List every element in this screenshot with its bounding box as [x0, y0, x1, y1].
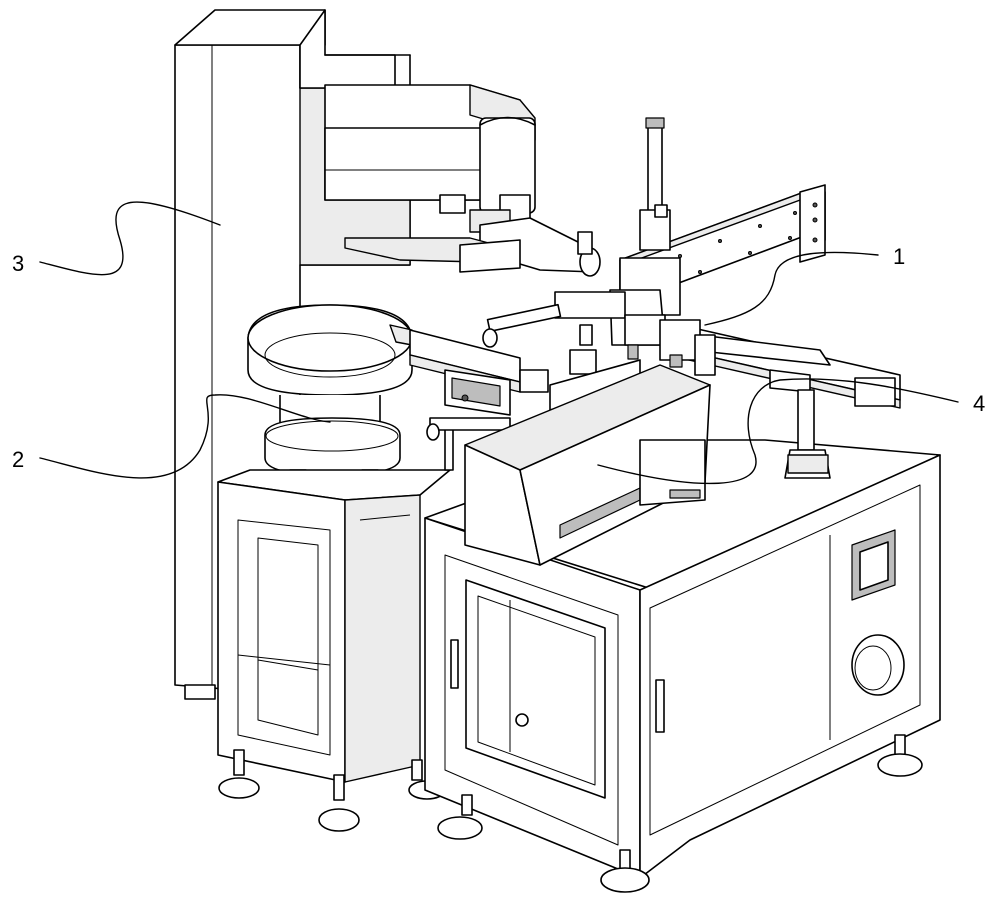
callout-2: 2 [12, 447, 24, 472]
callout-3: 3 [12, 251, 24, 276]
gantry-manipulator [482, 117, 826, 376]
leader-2 [39, 394, 331, 479]
leader-4 [597, 378, 959, 485]
beam-bolt-holes [638, 211, 797, 292]
press-head-arm [324, 84, 601, 277]
callout-4: 4 [973, 391, 985, 416]
leader-lines [39, 201, 959, 485]
leader-1 [704, 251, 879, 326]
discharge-chute [464, 364, 711, 566]
left-cabinet [217, 469, 451, 832]
leader-3 [39, 201, 221, 276]
callout-1: 1 [893, 244, 905, 269]
